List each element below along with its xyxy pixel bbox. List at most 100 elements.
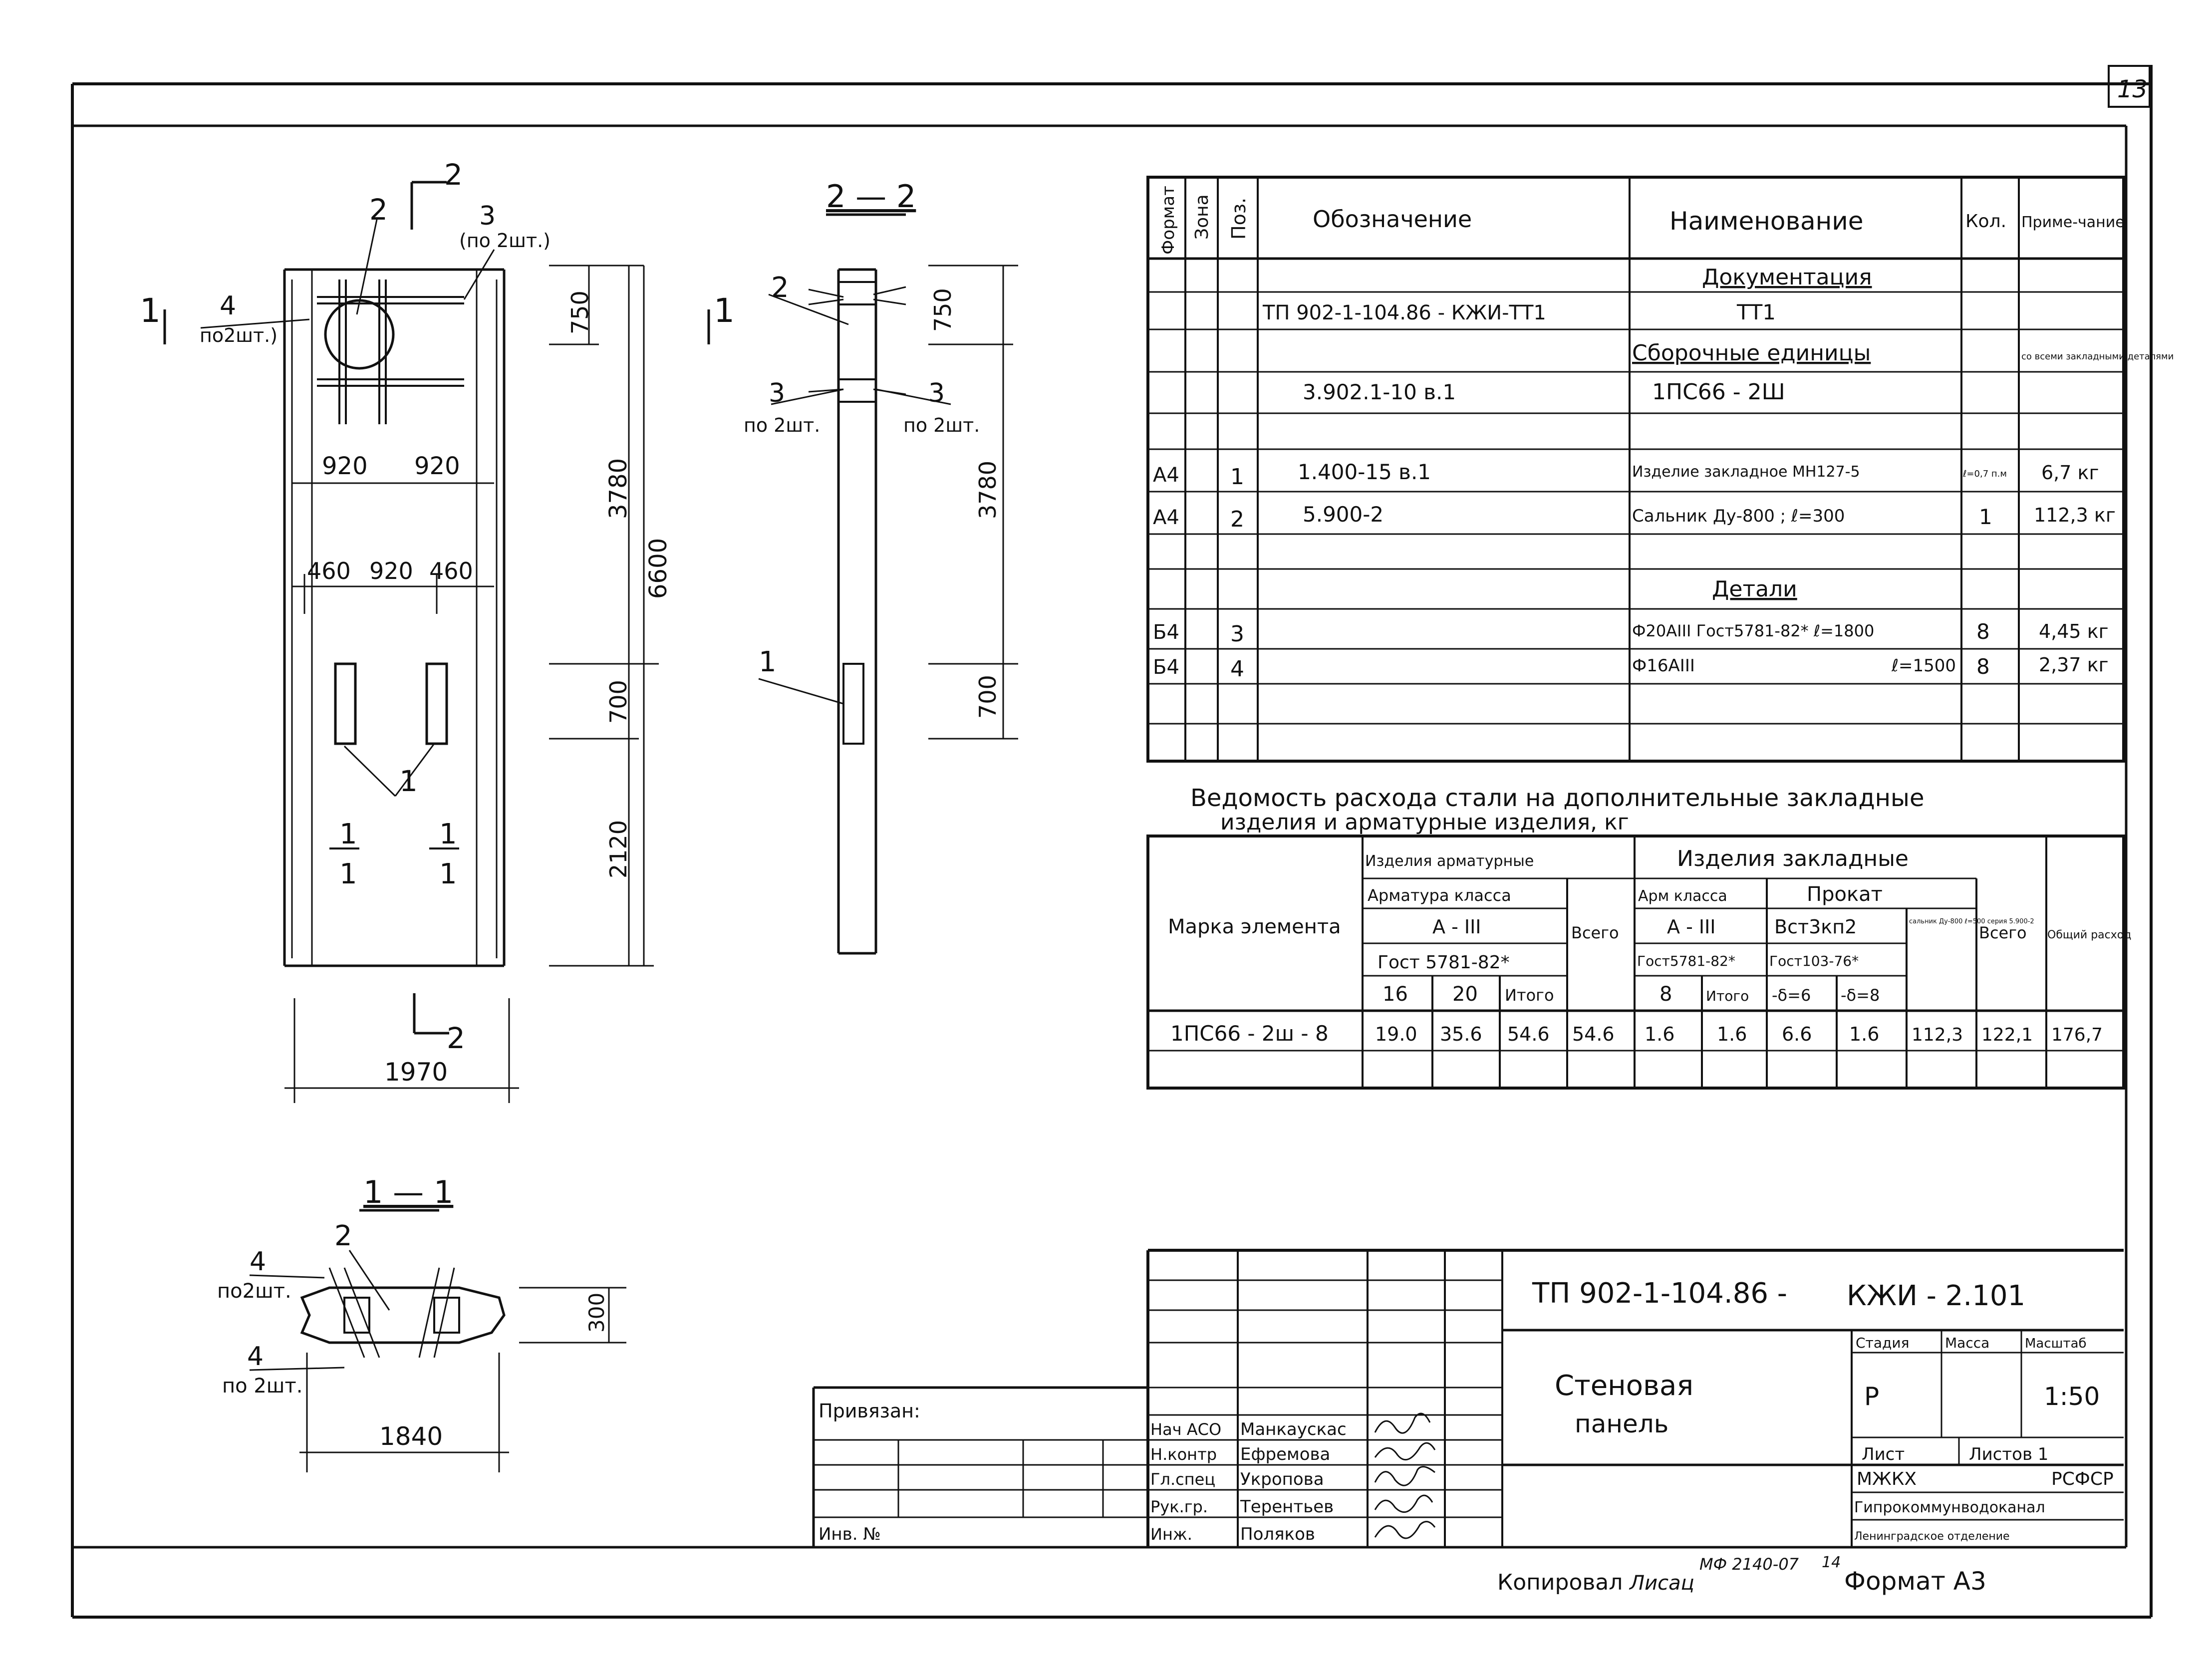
spec-header-format: Формат xyxy=(1158,186,1178,255)
spec-r4-note: 2,37 кг xyxy=(2039,654,2109,676)
dim-3780: 3780 xyxy=(604,458,632,519)
steel-value-d8: 1.6 xyxy=(1849,1023,1879,1045)
title-name-1: Манкаускас xyxy=(1240,1419,1347,1439)
dim-750: 750 xyxy=(566,290,593,334)
section11-pos2-label: 2 xyxy=(334,1220,352,1252)
title-name-5: Поляков xyxy=(1240,1524,1315,1544)
spec-r1-note: 6,7 кг xyxy=(2041,462,2099,484)
elevation-section1-left: 1 xyxy=(140,291,161,330)
dim-920-middle: 920 xyxy=(369,558,413,584)
spec-r3-name: Ф20АIII Гост5781-82* ℓ=1800 xyxy=(1632,621,1874,640)
title-stage-value: Р xyxy=(1864,1382,1879,1411)
title-org-rsfsr: РСФСР xyxy=(2051,1469,2114,1489)
mark-1-left-bottom: 1 xyxy=(339,858,357,890)
steel-value-arm-itogo: 54.6 xyxy=(1507,1023,1550,1045)
section-2-mark-bottom: 2 xyxy=(447,1021,465,1055)
steel-sub-8: 8 xyxy=(1659,983,1672,1006)
spec-r2-qty: 1 xyxy=(1979,505,1992,529)
section22-pos3-left-note: по 2шт. xyxy=(744,414,820,436)
title-org-branch: Ленинградское отделение xyxy=(1854,1530,2010,1543)
section11-dim-1840: 1840 xyxy=(379,1422,443,1451)
section11-pos4-top-note: по2шт. xyxy=(217,1280,291,1303)
spec-r2-format: А4 xyxy=(1153,506,1179,529)
spec-header-qty: Кол. xyxy=(1965,211,2006,232)
steel-arm-gost: Гост 5781-82* xyxy=(1378,952,1510,973)
section22-dim-3780: 3780 xyxy=(974,461,1001,519)
title-mass-label: Масса xyxy=(1945,1335,1989,1351)
section-2-2-title: 2 — 2 xyxy=(826,178,916,215)
steel-emb-total: Всего xyxy=(1979,923,2027,942)
spec-assy-note: со всеми закладными деталями xyxy=(2021,351,2174,362)
section-1-1-title: 1 — 1 xyxy=(363,1174,453,1210)
steel-sub-itogo1: Итого xyxy=(1505,986,1554,1005)
title-block-grid xyxy=(812,1249,2124,1547)
steel-value-d6: 6.6 xyxy=(1782,1023,1812,1045)
sheet-number: 13 xyxy=(2117,75,2148,103)
section22-pos2-label: 2 xyxy=(771,272,789,304)
mark-1-right-bottom: 1 xyxy=(439,858,457,890)
title-role-5: Инж. xyxy=(1150,1525,1192,1544)
footer-copied: Копировал xyxy=(1497,1570,1623,1595)
title-org-institute: Гипрокоммунводоканал xyxy=(1854,1499,2045,1516)
spec-r3-qty: 8 xyxy=(1976,619,1990,644)
mark-1-right-top: 1 xyxy=(439,818,457,850)
elevation-pos4-label: 4 xyxy=(220,291,236,321)
elevation-pos3-note: (по 2шт.) xyxy=(459,230,551,252)
title-name-3: Укропова xyxy=(1240,1469,1324,1489)
spec-r3-note: 4,45 кг xyxy=(2039,620,2109,642)
dim-6600: 6600 xyxy=(644,538,672,599)
section22-dim-750: 750 xyxy=(929,288,956,332)
spec-header-note: Приме-чание xyxy=(2021,214,2125,231)
dim-460-left: 460 xyxy=(307,558,351,584)
steel-emb-arm-class: Арм класса xyxy=(1638,887,1727,905)
title-name-line2: панель xyxy=(1575,1409,1668,1438)
steel-value-8: 1.6 xyxy=(1645,1023,1674,1045)
spec-r2-note: 112,3 кг xyxy=(2034,504,2116,526)
spec-assy-designation: 3.902.1-10 в.1 xyxy=(1303,380,1456,404)
spec-r1-name: Изделие закладное МН127-5 xyxy=(1632,463,1860,481)
steel-title-line1: Ведомость расхода стали на дополнительны… xyxy=(1190,784,1924,812)
title-sheet-label: Лист xyxy=(1862,1444,1905,1464)
steel-sub-itogo2: Итого xyxy=(1706,988,1749,1004)
title-name-2: Ефремова xyxy=(1240,1444,1330,1464)
steel-emb-gost: Гост5781-82* xyxy=(1637,953,1735,969)
spec-header-name: Наименование xyxy=(1669,207,1864,236)
section11-dim-300: 300 xyxy=(584,1293,609,1333)
spec-section-details: Детали xyxy=(1712,576,1797,602)
steel-sub-d8: -δ=8 xyxy=(1841,986,1880,1005)
spec-section-documentation: Документация xyxy=(1702,265,1872,290)
footer-format: Формат А3 xyxy=(1844,1567,1986,1596)
title-code: ТП 902-1-104.86 - xyxy=(1532,1277,1787,1310)
title-name-line1: Стеновая xyxy=(1555,1370,1693,1402)
dim-920-right: 920 xyxy=(414,452,460,480)
spec-header-designation: Обозначение xyxy=(1313,206,1472,233)
steel-emb-a3: А - III xyxy=(1667,916,1716,938)
section22-pos1-label: 1 xyxy=(759,646,777,678)
spec-table-grid xyxy=(1146,176,2125,763)
dim-1970: 1970 xyxy=(384,1058,448,1087)
steel-vst-gost: Гост103-76* xyxy=(1769,953,1859,969)
spec-r4-format: Б4 xyxy=(1153,656,1179,679)
title-stage-label: Стадия xyxy=(1856,1335,1909,1351)
steel-value-emb-total: 122,1 xyxy=(1981,1025,2033,1045)
steel-value-salnik: 112,3 xyxy=(1912,1025,1963,1045)
section11-pos4-bottom: 4 xyxy=(247,1342,264,1372)
spec-r2-name: Сальник Ду-800 ; ℓ=300 xyxy=(1632,506,1845,526)
section22-pos3-right: 3 xyxy=(928,378,945,408)
title-inv-number: Инв. № xyxy=(819,1524,881,1544)
steel-value-16: 19.0 xyxy=(1375,1023,1417,1045)
spec-r3-format: Б4 xyxy=(1153,621,1179,644)
spec-assy-name: 1ПС66 - 2Ш xyxy=(1652,379,1785,405)
spec-doc-designation: ТП 902-1-104.86 - КЖИ-ТТ1 xyxy=(1262,301,1546,324)
spec-header-zone: Зона xyxy=(1192,194,1212,240)
steel-sub-d6: -δ=6 xyxy=(1772,986,1811,1005)
section-2-2 xyxy=(758,213,1018,955)
steel-table-grid xyxy=(1146,835,2125,1090)
title-role-4: Рук.гр. xyxy=(1150,1497,1208,1516)
spec-section-assemblies: Сборочные единицы xyxy=(1632,340,1871,366)
section-2-mark: 2 xyxy=(444,158,463,192)
title-sheets-label: Листов 1 xyxy=(1969,1444,2048,1464)
section-1-1 xyxy=(249,1209,626,1472)
footer-copier: Лисац xyxy=(1629,1572,1694,1595)
